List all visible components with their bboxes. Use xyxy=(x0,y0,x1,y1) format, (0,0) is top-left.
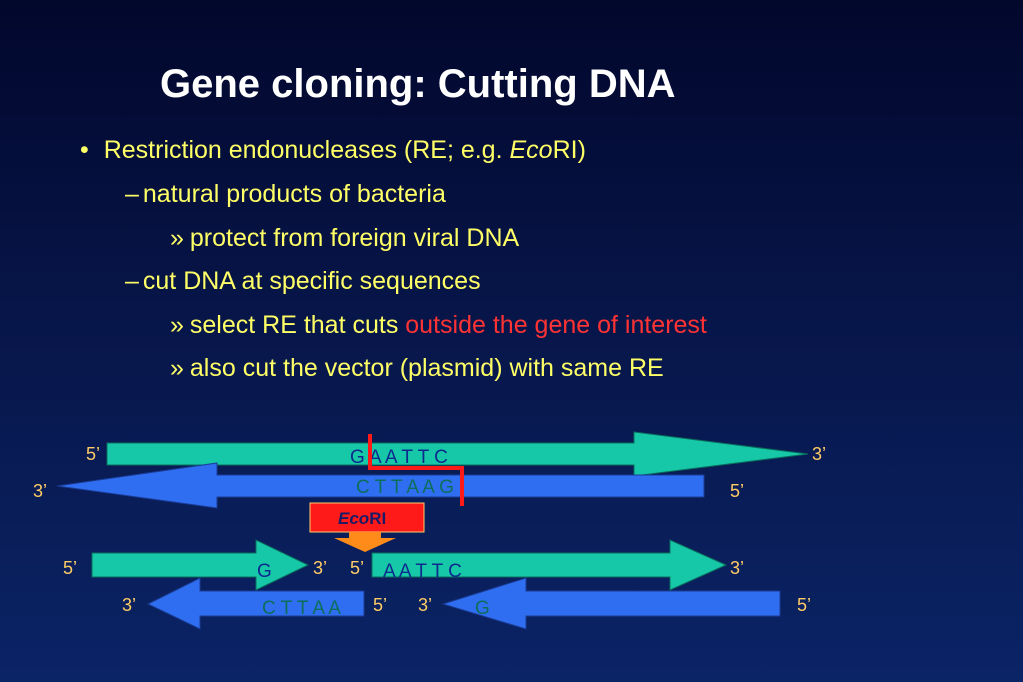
recognition-seq-bottom: C T T A A G xyxy=(356,477,454,498)
label-5prime: 5’ xyxy=(350,558,364,578)
enzyme-label-italic: Eco xyxy=(338,509,369,528)
bullet-1: • Restriction endonucleases (RE; e.g. Ec… xyxy=(80,136,586,165)
right-fragment-top-strand xyxy=(371,539,728,591)
bullet-2: –natural products of bacteria xyxy=(125,180,446,209)
slide-title: Gene cloning: Cutting DNA xyxy=(160,62,676,106)
label-3prime: 3’ xyxy=(418,595,432,615)
bullet-3-text: protect from foreign viral DNA xyxy=(189,224,520,252)
bullet-marker: • xyxy=(80,136,89,164)
dash-marker: – xyxy=(125,180,139,208)
enzyme-label: EcoRI xyxy=(338,509,386,528)
label-3prime: 3’ xyxy=(122,595,136,615)
bullet-6: »also cut the vector (plasmid) with same… xyxy=(170,354,664,383)
bullet-5-text-highlight: outside the gene of interest xyxy=(405,311,707,339)
left-fragment-seq-top: G xyxy=(257,561,272,582)
enzyme-label-rest: RI xyxy=(369,509,386,528)
bullet-4-text: cut DNA at specific sequences xyxy=(142,267,481,295)
recognition-seq-top: G A A T T C xyxy=(350,447,448,468)
left-fragment-bottom-strand xyxy=(146,577,365,630)
down-arrow-icon xyxy=(334,532,396,552)
right-fragment-seq-bottom: G xyxy=(475,598,490,619)
label-5prime: 5’ xyxy=(797,595,811,615)
chevron-marker: » xyxy=(170,311,184,339)
cut-site-line xyxy=(368,434,464,506)
bullet-5-text-a: select RE that cuts xyxy=(189,311,406,339)
label-5prime: 5’ xyxy=(730,481,744,501)
right-fragment-seq-top: A A T T C xyxy=(383,561,462,582)
bullet-2-text: natural products of bacteria xyxy=(142,180,446,208)
bullet-6-text: also cut the vector (plasmid) with same … xyxy=(189,354,664,382)
bullet-3: »protect from foreign viral DNA xyxy=(170,224,519,253)
left-fragment-seq-bottom: C T T A A xyxy=(262,598,341,619)
label-5prime: 5’ xyxy=(86,444,100,464)
bullet-5: »select RE that cuts outside the gene of… xyxy=(170,311,707,340)
label-5prime: 5’ xyxy=(63,558,77,578)
enzyme-box xyxy=(309,502,425,533)
bullet-1-text-italic: Eco xyxy=(509,136,553,164)
chevron-marker: » xyxy=(170,224,184,252)
label-3prime: 3’ xyxy=(730,558,744,578)
label-3prime: 3’ xyxy=(313,558,327,578)
dash-marker: – xyxy=(125,267,139,295)
top-strand-arrow xyxy=(106,431,809,477)
bottom-strand-arrow xyxy=(56,462,705,509)
label-3prime: 3’ xyxy=(812,444,826,464)
label-3prime: 3’ xyxy=(33,481,47,501)
left-fragment-top-strand xyxy=(91,539,310,591)
bullet-1-text-b: RI) xyxy=(552,136,586,164)
label-5prime: 5’ xyxy=(373,595,387,615)
right-fragment-bottom-strand xyxy=(441,577,781,630)
bullet-1-text-a: Restriction endonucleases (RE; e.g. xyxy=(103,136,510,164)
chevron-marker: » xyxy=(170,354,184,382)
bullet-4: –cut DNA at specific sequences xyxy=(125,267,481,296)
